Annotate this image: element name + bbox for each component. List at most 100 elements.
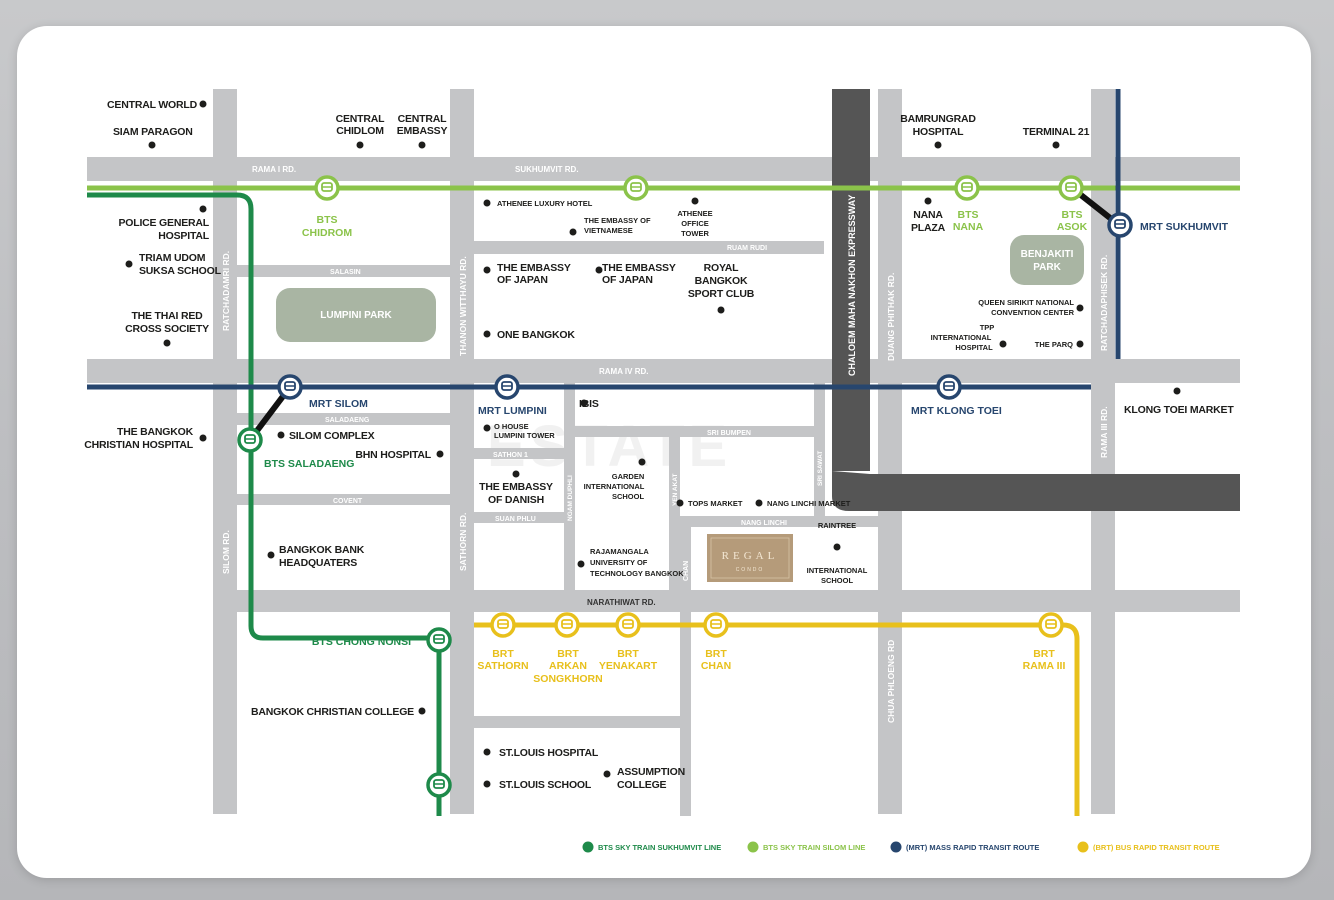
mrt-klong-toei-icon	[936, 374, 962, 400]
label-duang-phithak: DUANG PHITHAK RD.	[886, 273, 896, 361]
poi-rbsc-1: ROYAL	[704, 262, 740, 274]
station-brt-chan-1: BRT	[705, 648, 727, 660]
poi-danish-1: THE EMBASSY	[479, 481, 553, 493]
station-mrt-silom: MRT SILOM	[309, 398, 368, 410]
bts-chidlom-icon	[314, 175, 340, 201]
mrt-silom-icon	[277, 374, 303, 400]
poi-japan-a2: OF JAPAN	[497, 274, 548, 286]
road-suan-phlu	[474, 512, 564, 523]
poi-the-parq: THE PARQ	[1035, 340, 1073, 349]
road-convent	[237, 494, 450, 505]
label-chua-phloeng: CHUA PHLOENG RD	[886, 640, 896, 723]
poi-triam-2: SUKSA SCHOOL	[139, 265, 222, 277]
legend: BTS SKY TRAIN SUKHUMVIT LINE BTS SKY TRA…	[582, 841, 1220, 853]
station-brt-chan-2: CHAN	[701, 660, 731, 672]
poi-bbl-1: BANGKOK BANK	[279, 544, 365, 556]
station-chidlom-2: CHIDROM	[302, 227, 352, 239]
road-ruam-rudi	[474, 241, 824, 254]
label-sri-bumpen: SRI BUMPEN	[707, 430, 751, 437]
road-ratchadamri	[213, 89, 237, 814]
road-narathiwat	[213, 590, 1240, 612]
poi-bamrungrad-2: HOSPITAL	[913, 126, 964, 138]
station-brt-yenakart-2: YENAKART	[599, 660, 658, 672]
road-rama4	[87, 359, 1240, 383]
poi-athenee-hotel: ATHENEE LUXURY HOTEL	[497, 199, 593, 208]
poi-ris-3: SCHOOL	[821, 576, 854, 585]
poi-st-louis-school: ST.LOUIS SCHOOL	[499, 779, 592, 791]
benjakiti-park-label-1: BENJAKITI	[1021, 249, 1074, 260]
watermark: ESTATE	[487, 414, 731, 479]
station-chidlom-1: BTS	[317, 214, 338, 226]
poi-japan-b1: THE EMBASSY	[602, 262, 676, 274]
regal-logo-sub: CONDO	[736, 567, 765, 573]
poi-bamrungrad-1: BAMRUNGRAD	[900, 113, 976, 125]
road-sri-sawat	[814, 383, 825, 516]
station-brt-sathorn-2: SATHORN	[477, 660, 528, 672]
poi-athenee-tower-2: OFFICE	[681, 219, 709, 228]
poi-garden-3: SCHOOL	[612, 492, 645, 501]
benjakiti-park	[1010, 235, 1084, 285]
road-sri-bumpen	[575, 426, 825, 437]
legend-bts-silom: BTS SKY TRAIN SILOM LINE	[763, 843, 865, 852]
road-sukhumvit	[87, 157, 1240, 181]
label-sukhumvit: SUKHUMVIT RD.	[515, 165, 579, 174]
label-saladaeng: SALADAENG	[325, 417, 370, 424]
poi-central-chidlom-2: CHIDLOM	[336, 125, 384, 137]
legend-swatch-bts-sukhumvit	[582, 841, 594, 853]
label-ratchadaphisek: RATCHADAPHISEK RD.	[1099, 255, 1109, 351]
poi-klong-toei-market: KLONG TOEI MARKET	[1124, 404, 1234, 416]
road-sathon1	[474, 448, 564, 459]
legend-swatch-mrt	[890, 841, 902, 853]
poi-bbl-2: HEADQUATERS	[279, 557, 357, 569]
poi-police-1: POLICE GENERAL	[118, 217, 209, 229]
poi-vietnam-1: THE EMBASSY OF	[584, 216, 651, 225]
poi-athenee-tower-3: TOWER	[681, 229, 709, 238]
poi-police-2: HOSPITAL	[158, 230, 209, 242]
poi-rbsc-2: BANGKOK	[695, 275, 748, 287]
poi-qsncc-2: CONVENTION CENTER	[991, 308, 1075, 317]
label-sri-sawat: SRI SAWAT	[817, 451, 824, 486]
poi-central-embassy-1: CENTRAL	[398, 113, 448, 125]
poi-labels: CENTRAL WORLD SIAM PARAGON CENTRAL CHIDL…	[84, 99, 1234, 791]
station-icons	[237, 175, 1133, 798]
poi-tpp-3: HOSPITAL	[955, 343, 993, 352]
road-chan	[680, 526, 691, 816]
station-brt-arkan-1: BRT	[557, 648, 579, 660]
poi-ris-1: RAINTREE	[818, 521, 856, 530]
mrt-sukhumvit-icon	[1107, 212, 1133, 238]
legend-swatch-bts-silom	[747, 841, 759, 853]
poi-garden-2: INTERNATIONAL	[584, 482, 645, 491]
label-silom: SILOM RD.	[221, 530, 231, 574]
poi-silom-complex: SILOM COMPLEX	[289, 430, 375, 442]
station-brt-rama3-1: BRT	[1033, 648, 1055, 660]
station-brt-yenakart-1: BRT	[617, 648, 639, 660]
brt-sathorn-icon	[490, 612, 516, 638]
poi-ris-2: INTERNATIONAL	[807, 566, 868, 575]
road-st-louis	[474, 716, 680, 728]
station-nana-2: NANA	[953, 221, 984, 233]
station-brt-rama3-2: RAMA III	[1023, 660, 1066, 672]
legend-mrt: (MRT) MASS RAPID TRANSIT ROUTE	[906, 843, 1039, 852]
benjakiti-park-label-2: PARK	[1033, 262, 1061, 273]
brt-rama3-icon	[1038, 612, 1064, 638]
poi-triam-1: TRIAM UDOM	[139, 252, 206, 264]
poi-japan-a1: THE EMBASSY	[497, 262, 571, 274]
road-yen-akat	[669, 426, 680, 590]
poi-bch-2: CHRISTIAN HOSPITAL	[84, 439, 194, 451]
road-diagonal	[777, 359, 827, 383]
poi-rbsc-3: SPORT CLUB	[688, 288, 755, 300]
regal-project-marker: REGAL CONDO	[707, 534, 793, 582]
poi-rmutk-2: UNIVERSITY OF	[590, 558, 648, 567]
poi-japan-b2: OF JAPAN	[602, 274, 653, 286]
poi-bch-1: THE BANGKOK	[117, 426, 194, 438]
regal-logo-text: REGAL	[722, 550, 779, 562]
label-witthayu: THANON WITTHAYU RD.	[458, 256, 468, 356]
station-bts-saladaeng: BTS SALADAENG	[264, 458, 354, 470]
poi-terminal21: TERMINAL 21	[1023, 126, 1090, 138]
poi-one-bangkok: ONE BANGKOK	[497, 329, 575, 341]
mrt-lumpini-icon	[494, 374, 520, 400]
poi-nang-linchi-market: NANG LINCHI MARKET	[767, 499, 851, 508]
road-witthayu	[450, 89, 474, 814]
label-suan-phlu: SUAN PHLU	[495, 516, 536, 523]
poi-tpp-1: TPP	[980, 323, 995, 332]
